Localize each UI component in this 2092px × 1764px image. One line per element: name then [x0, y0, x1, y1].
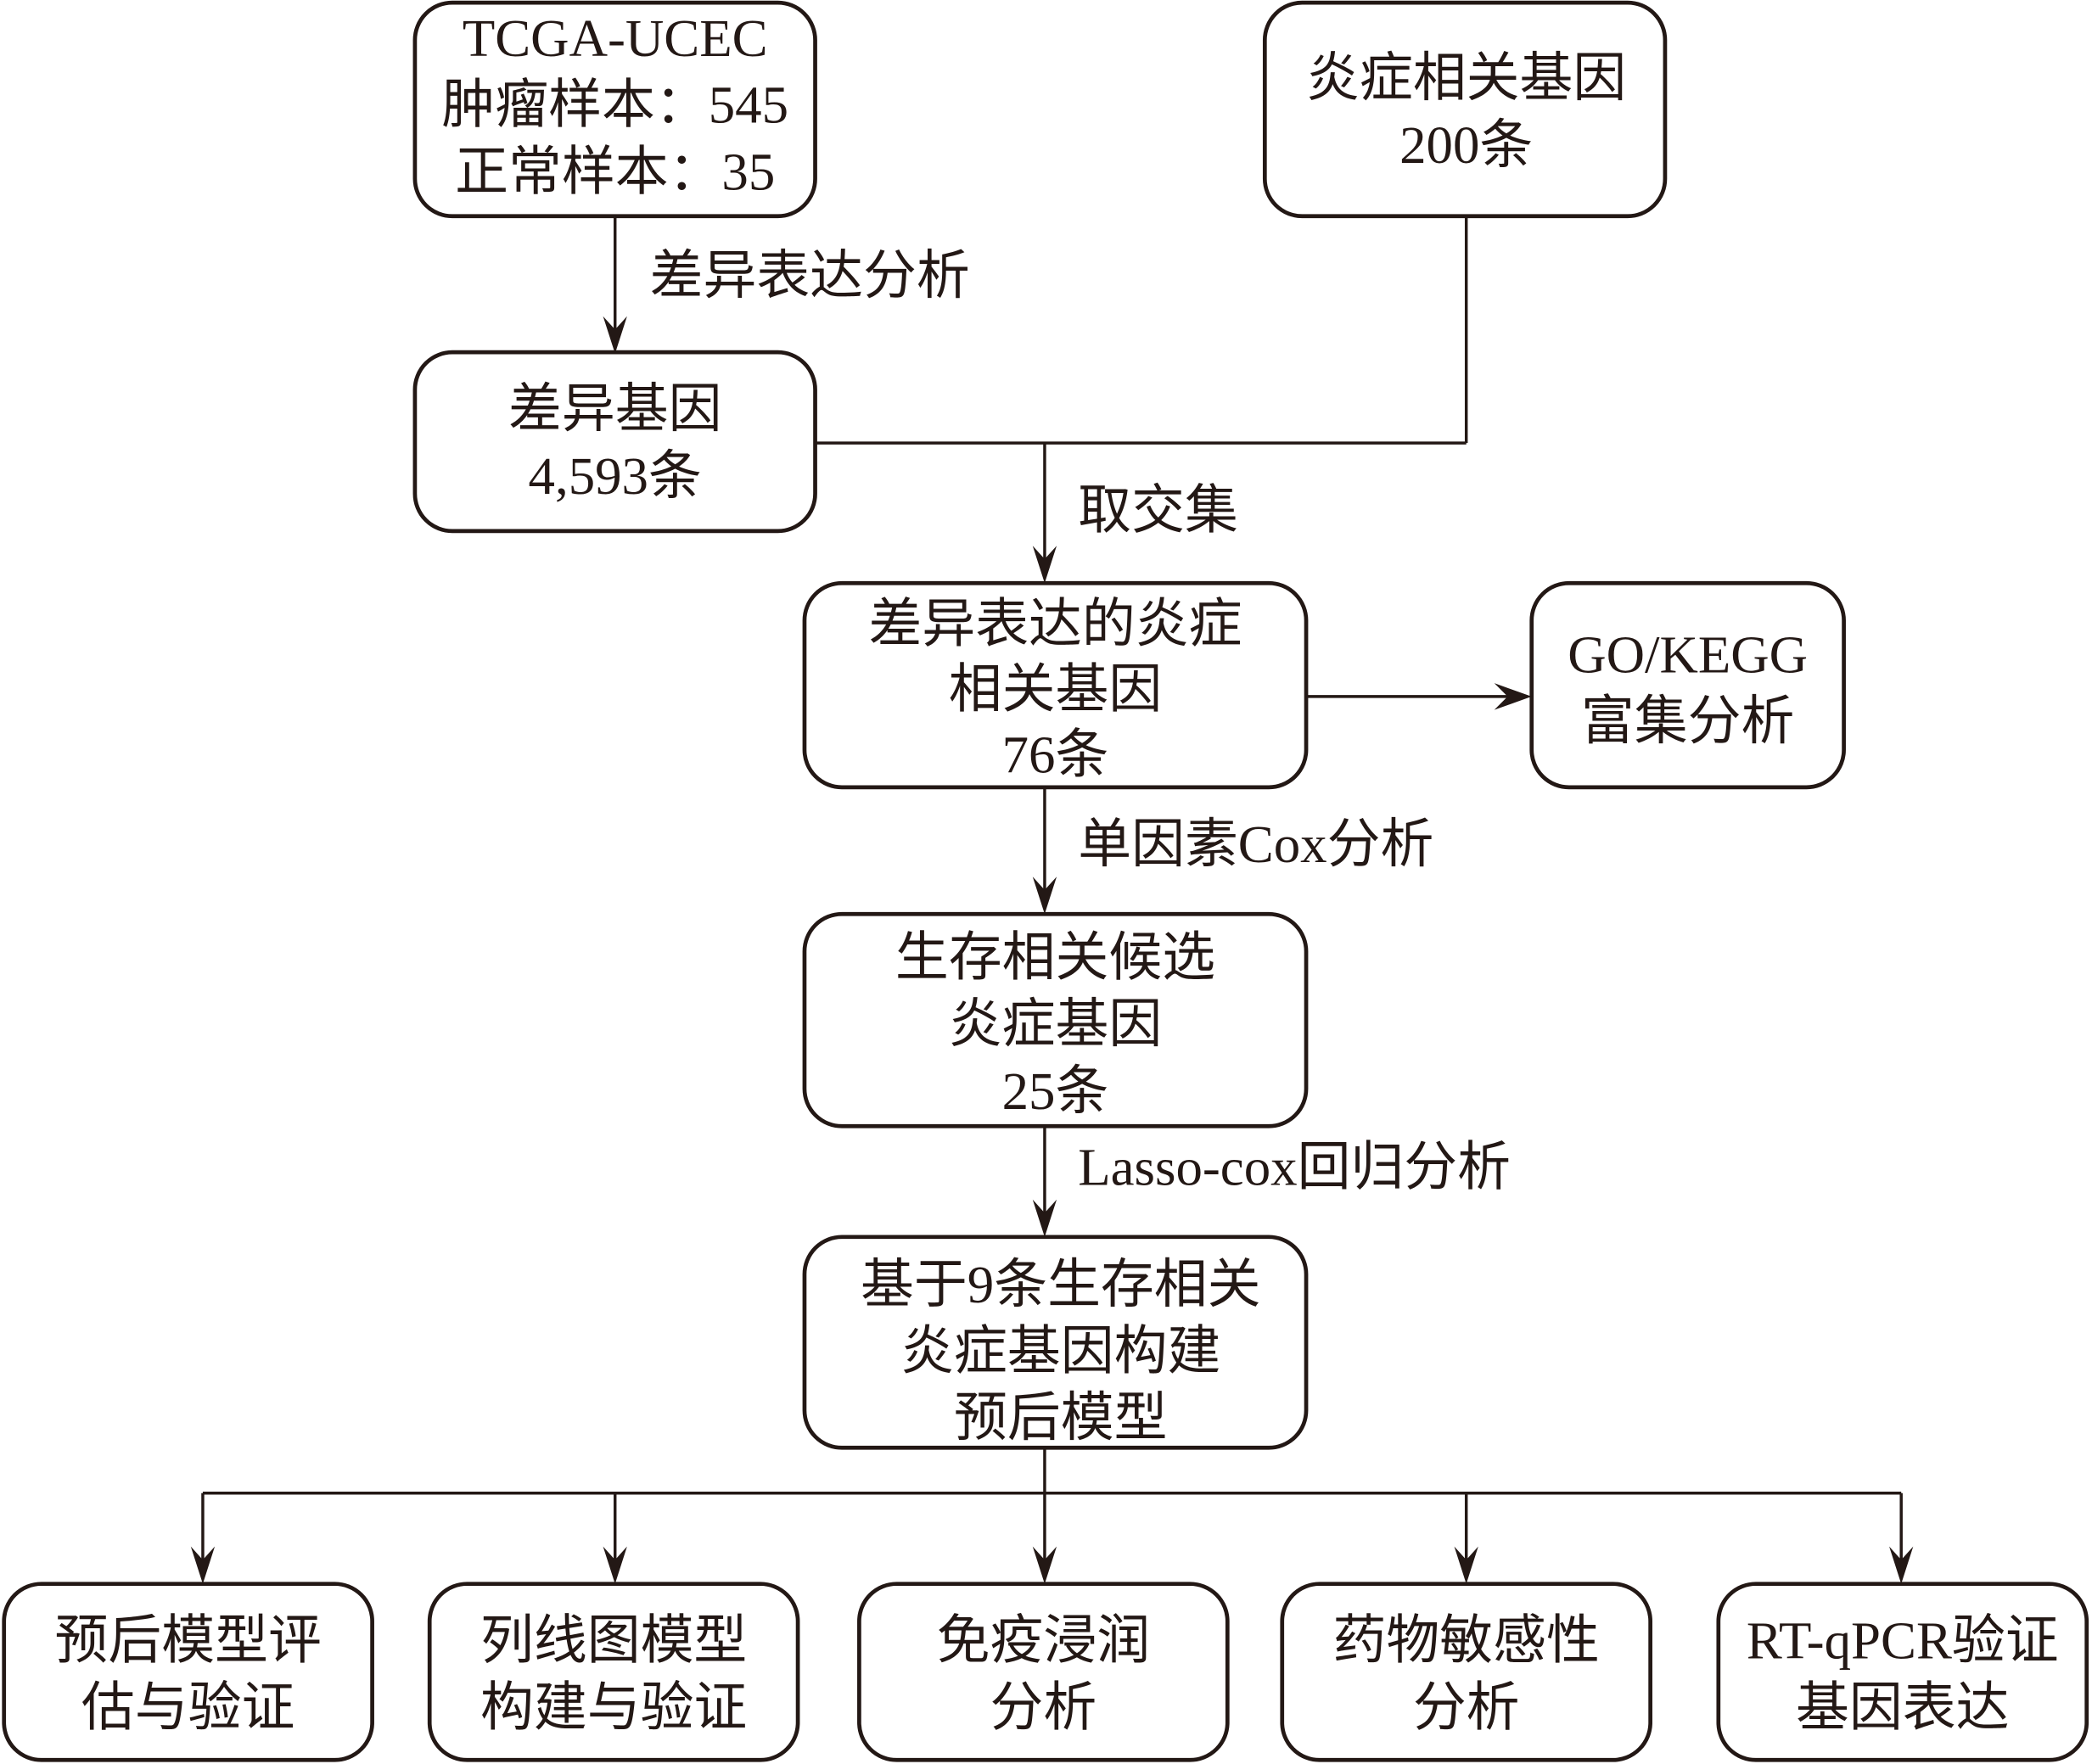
node-intersect-genes: 差异表达的炎症 相关基因 76条 [802, 580, 1309, 790]
arrowhead-icon [1032, 1546, 1057, 1584]
edge-label-intersection: 取交集 [1078, 481, 1238, 540]
arrowhead-icon [603, 316, 627, 354]
node-intersect-line-2: 相关基因 [949, 659, 1162, 719]
node-tcga-line-2: 肿瘤样本：545 [441, 76, 788, 135]
arrowhead-icon [1454, 1546, 1478, 1584]
arrowhead-icon [1032, 876, 1057, 915]
arrowhead-icon [603, 1546, 627, 1584]
node-out2-line-2: 构建与验证 [480, 1677, 747, 1737]
node-model-line-2: 炎症基因构建 [900, 1321, 1220, 1380]
node-inflammation-line-1: 炎症相关基因 [1306, 48, 1626, 108]
edge-label-diff-expr: 差异表达分析 [650, 246, 970, 305]
edge-label-univariate-cox: 单因素Cox分析 [1078, 815, 1433, 874]
node-model-line-1: 基于9条生存相关 [861, 1255, 1260, 1314]
node-differential-genes: 差异基因 4,593条 [412, 350, 817, 534]
node-intersect-line-1: 差异表达的炎症 [868, 594, 1242, 653]
node-out1-line-1: 预后模型评 [54, 1611, 321, 1671]
node-out5-line-1: RT-qPCR验证 [1747, 1611, 2059, 1671]
arrowhead-icon [1032, 1199, 1057, 1237]
arrowhead-icon [1889, 1546, 1914, 1584]
node-inflammation-genes: 炎症相关基因 200条 [1262, 0, 1668, 219]
arrowhead-icon [1494, 683, 1532, 710]
node-gokegg-line-2: 富集分析 [1581, 692, 1794, 751]
node-survival-genes: 生存相关候选 炎症基因 25条 [802, 911, 1309, 1128]
node-go-kegg: GO/KEGG 富集分析 [1529, 580, 1846, 790]
arrowhead-icon [1032, 546, 1057, 584]
node-survival-line-3: 25条 [1002, 1061, 1109, 1121]
node-out5-line-2: 基因表达 [1796, 1677, 2009, 1737]
node-gokegg-line-1: GO/KEGG [1568, 625, 1808, 685]
node-out2-line-1: 列线图模型 [480, 1611, 747, 1671]
node-deg-line-2: 4,593条 [529, 446, 702, 506]
node-tcga-line-3: 正常样本：35 [455, 142, 775, 201]
node-inflammation-line-2: 200条 [1399, 115, 1533, 175]
node-out4-line-1: 药物敏感性 [1333, 1611, 1600, 1671]
node-output-model-evaluation: 预后模型评 估与验证 [2, 1582, 374, 1762]
node-output-rt-qpcr: RT-qPCR验证 基因表达 [1716, 1582, 2089, 1762]
node-tcga-line-1: TCGA-UCEC [463, 8, 768, 68]
node-model-line-3: 预后模型 [954, 1388, 1167, 1448]
node-out3-line-1: 免疫浸润 [937, 1611, 1150, 1671]
edge-label-lasso-cox: Lasso-cox回归分析 [1078, 1137, 1511, 1196]
node-out3-line-2: 分析 [990, 1677, 1096, 1737]
node-output-drug-sensitivity: 药物敏感性 分析 [1280, 1582, 1653, 1762]
edge-labels: 差异表达分析 取交集 单因素Cox分析 Lasso-cox回归分析 [650, 246, 1511, 1197]
node-out1-line-2: 估与验证 [81, 1677, 294, 1737]
node-prognostic-model: 基于9条生存相关 炎症基因构建 预后模型 [802, 1235, 1309, 1450]
node-deg-line-1: 差异基因 [508, 379, 721, 439]
node-out4-line-2: 分析 [1413, 1677, 1520, 1737]
node-tcga: TCGA-UCEC 肿瘤样本：545 正常样本：35 [412, 0, 817, 219]
node-survival-line-1: 生存相关候选 [895, 928, 1215, 988]
node-output-nomogram: 列线图模型 构建与验证 [427, 1582, 800, 1762]
node-intersect-line-3: 76条 [1002, 725, 1109, 785]
node-output-immune-infiltration: 免疫浸润 分析 [857, 1582, 1230, 1762]
connectors [190, 216, 1914, 1584]
node-survival-line-2: 炎症基因 [949, 994, 1162, 1054]
arrowhead-icon [190, 1546, 216, 1584]
